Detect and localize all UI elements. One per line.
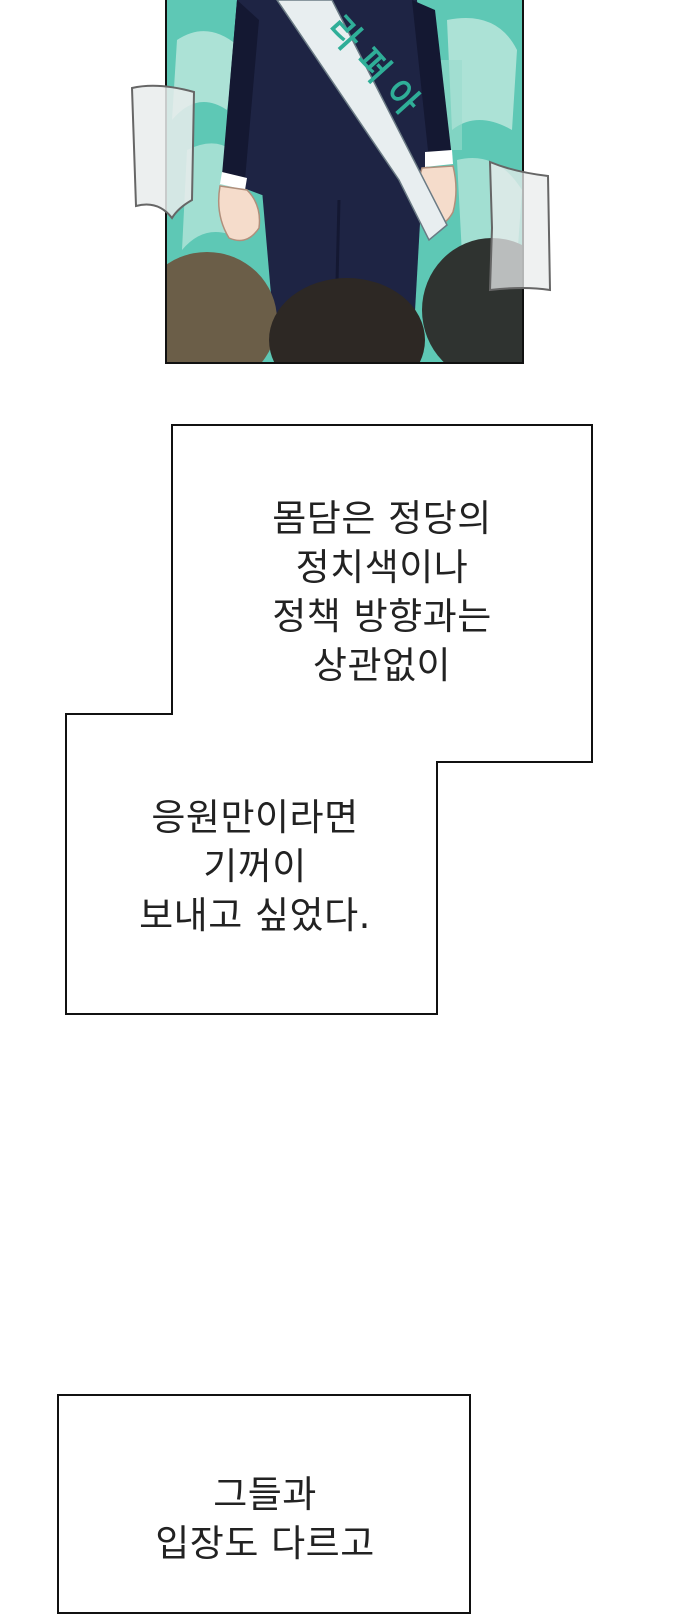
left-hand xyxy=(217,185,261,242)
caption-1-line: 정책 방향과는 xyxy=(272,595,492,638)
right-sleeve xyxy=(412,0,452,160)
left-sleeve xyxy=(222,0,259,180)
crowd-head-middle xyxy=(269,278,425,362)
caption-2-line: 응원만이라면 xyxy=(151,796,359,839)
caption-2: 응원만이라면 기꺼이 보내고 싶었다. xyxy=(130,793,380,940)
caption-1-line: 정치색이나 xyxy=(295,546,469,589)
caption-3: 그들과 입장도 다르고 xyxy=(140,1470,390,1568)
caption-box-outline xyxy=(65,424,593,1015)
campaign-sash xyxy=(276,0,448,242)
bg-shape xyxy=(447,18,517,130)
caption-2-line: 보내고 싶었다. xyxy=(139,894,371,937)
paper-flag-left xyxy=(130,84,196,220)
caption-1: 몸담은 정당의 정치색이나 정책 방향과는 상관없이 xyxy=(262,494,502,690)
caption-box-bottom xyxy=(57,1394,471,1614)
caption-1-line: 몸담은 정당의 xyxy=(272,497,492,540)
caption-1-line: 상관없이 xyxy=(312,644,452,687)
left-cuff xyxy=(220,172,247,190)
caption-3-line: 입장도 다르고 xyxy=(155,1522,375,1565)
paper-flag-right xyxy=(488,160,552,292)
caption-3-line: 그들과 xyxy=(213,1473,317,1516)
caption-2-line: 기꺼이 xyxy=(203,845,307,888)
right-cuff xyxy=(425,150,453,167)
crowd-head-left xyxy=(167,252,277,362)
